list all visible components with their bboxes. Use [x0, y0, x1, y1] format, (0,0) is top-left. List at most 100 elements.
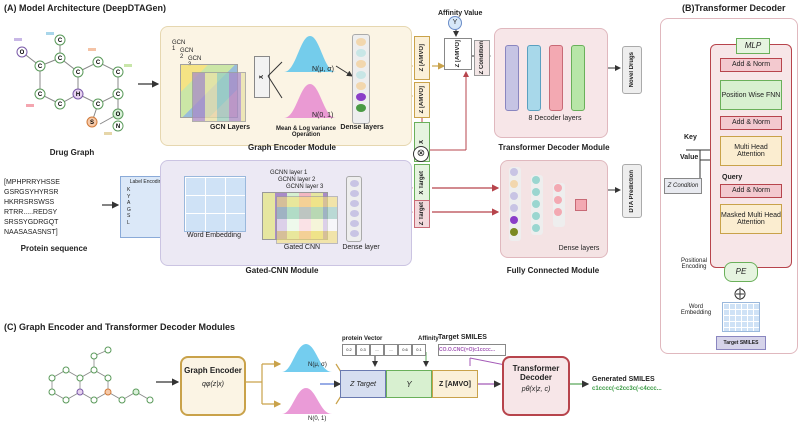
z-target-c: Z Target — [340, 370, 386, 398]
target-smiles-c-value: CO.O.CNC(=O)c1cccc... — [438, 344, 506, 356]
gcnn-layer-3-label: GCNN layer 3 — [286, 184, 324, 190]
panel-a-title: (A) Model Architecture (DeepDTAGen) — [4, 3, 167, 13]
word-embedding-b-grid — [722, 302, 760, 332]
y-node: Y — [448, 16, 462, 30]
fc-layer-1 — [509, 167, 521, 241]
novel-drugs-box: Novel Drugs — [622, 46, 642, 94]
affinity-label: Affinity — [418, 336, 439, 342]
gcn-layer-1-label: GCN 1 — [172, 40, 186, 52]
drug-graph-feature-bars — [14, 32, 132, 135]
masked-multi-head-attention: Masked Multi Head Attention — [720, 204, 782, 234]
generated-smiles-label: Generated SMILES — [592, 376, 655, 383]
protein-vector-cell: 0.6 — [398, 344, 412, 356]
drug-graph-molecule — [21, 40, 119, 125]
add-norm-1: Add & Norm — [720, 58, 782, 72]
mlp-box: MLP — [736, 38, 770, 54]
svg-text:C: C — [38, 64, 43, 70]
protein-sequence-label: Protein sequence — [20, 244, 88, 253]
transformer-decoder-c-label: Transformer Decoder — [512, 364, 560, 382]
q-formula: qφ(z|x) — [202, 381, 224, 388]
decoder-layer-1 — [505, 45, 519, 111]
fc-output-node — [575, 199, 587, 211]
add-norm-3: Add & Norm — [720, 184, 782, 198]
panel-c-atoms — [48, 346, 154, 404]
concat-operator: ⊗ — [413, 146, 429, 162]
gcn-feature-map-2 — [192, 72, 246, 122]
svg-text:S: S — [90, 120, 94, 126]
n-0-1: N(0, 1) — [312, 112, 334, 119]
svg-text:O: O — [116, 112, 121, 118]
multi-head-attention: Multi Head Attention — [720, 136, 782, 166]
label-encoding-title: Label Encoding — [129, 179, 165, 185]
gated-cnn-feature-map-2 — [276, 196, 338, 244]
value-label: Value — [680, 154, 699, 161]
svg-text:C: C — [58, 38, 63, 44]
z-mavo-box-mid: Z [AMVO] — [414, 82, 430, 118]
dense-layers-2-label: Dense layers — [558, 245, 600, 252]
dense-layers-label: Dense layers — [340, 124, 384, 131]
panel-c-title: (C) Graph Encoder and Transformer Decode… — [4, 322, 236, 332]
add-norm-2: Add & Norm — [720, 116, 782, 130]
n-mu-sigma: N(μ, σ) — [312, 66, 334, 73]
gated-cnn-label: Gated CNN — [283, 244, 321, 251]
decoder-layers-label: 8 Decoder layers — [528, 115, 582, 122]
graph-encoder-c-label: Graph Encoder — [184, 366, 242, 375]
z-target-box: Z Target — [414, 200, 430, 228]
svg-text:H: H — [76, 92, 80, 98]
drug-graph-label: Drug Graph — [49, 148, 95, 157]
protein-vector-cell: 0.2 — [342, 344, 356, 356]
word-embedding-label: Word Embedding — [187, 232, 241, 239]
position-wise-ffn: Position Wise FNN — [720, 80, 782, 110]
graph-encoder-c: Graph Encoder qφ(z|x) — [180, 356, 246, 416]
fully-connected-module-label: Fully Connected Module — [506, 266, 600, 275]
panel-b-frame — [660, 18, 798, 354]
positional-encoding-label: Positional Encoding — [680, 258, 707, 270]
decoder-layer-4 — [571, 45, 585, 111]
svg-text:C: C — [58, 102, 63, 108]
c-n-0-1: N(0, 1) — [308, 416, 327, 422]
svg-text:C: C — [38, 92, 43, 98]
dense-layers-column — [352, 34, 370, 124]
z-condition-b: Z Condition — [664, 178, 702, 194]
drug-graph-atoms: O C C C C C C H C C C C O S N — [16, 34, 124, 132]
transformer-decoder-c: Transformer Decoder pθ(x|z, c) — [502, 356, 570, 416]
p-formula: pθ(x|z, c) — [521, 386, 551, 393]
x-mavo-box: X — [254, 56, 270, 98]
c-n-mu-sigma: N(μ, σ) — [308, 362, 327, 368]
svg-text:N: N — [116, 124, 120, 130]
svg-text:C: C — [96, 60, 101, 66]
latent-concat: Z Target Y Z [AMVO] — [340, 370, 478, 398]
transformer-decoder-module-label: Transformer Decoder Module — [498, 143, 610, 152]
svg-text:C: C — [58, 56, 63, 62]
affinity-value-label: Affinity Value — [438, 10, 483, 17]
gcnn-layer-2-label: GCNN layer 2 — [278, 177, 316, 183]
z-amvo-c: Z [AMVO] — [432, 370, 478, 398]
generated-smiles-value: c1cccc(-c2cc3c(-c4ccc... — [592, 386, 662, 392]
protein-vector-cell: .... — [384, 344, 398, 356]
key-label: Key — [684, 134, 697, 141]
y-c: Y — [386, 370, 432, 398]
z-mavo-box-top: Z [AMVO] — [414, 36, 430, 80]
gcn-layer-2-label: GCN 2 — [180, 48, 194, 60]
protein-vector-cell: .... — [370, 344, 384, 356]
word-embedding-b-label: Word Embedding — [680, 304, 712, 316]
panel-b-title: (B)Transformer Decoder — [682, 3, 786, 13]
dense-layer-label: Dense layer — [342, 244, 380, 251]
protein-vector-cell: 0.3 — [356, 344, 370, 356]
x-target-box: X Target — [414, 164, 430, 202]
svg-text:C: C — [116, 92, 121, 98]
decoder-layer-2 — [527, 45, 541, 111]
fc-layer-3 — [553, 183, 565, 227]
pe-box: PE — [724, 262, 758, 282]
word-embedding-grid — [184, 176, 246, 232]
decoder-layer-3 — [549, 45, 563, 111]
transformer-decoder-module: 8 Decoder layers — [494, 28, 608, 138]
dense-layer-column — [346, 176, 362, 242]
target-smiles-c-label: Target SMILES — [438, 334, 487, 341]
gcn-layers-label: GCN Layers — [209, 124, 251, 131]
svg-text:C: C — [76, 70, 81, 76]
fc-layer-2 — [531, 175, 543, 235]
svg-text:O: O — [20, 50, 25, 56]
z-condition-box: Z Condition — [474, 40, 490, 76]
